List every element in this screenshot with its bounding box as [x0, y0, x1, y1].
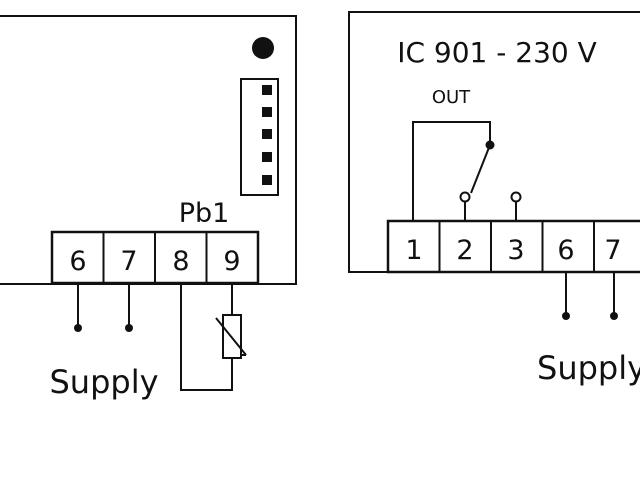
left-terminal-block: 6 7 8 9: [50, 230, 260, 285]
right-controller: IC 901 - 230 V OUT 1 2 3: [348, 11, 640, 387]
out-label: OUT: [432, 87, 471, 108]
left-terminal-8: 8: [172, 246, 189, 277]
left-terminal-7: 7: [120, 246, 137, 277]
left-housing-outline: [0, 15, 297, 285]
left-controller: A Pb1 6 7 8 9: [0, 15, 297, 401]
pin-header: [240, 78, 279, 196]
left-terminal-6: 6: [69, 246, 86, 277]
left-supply-wires: [74, 283, 133, 332]
left-supply-label: Supply: [49, 363, 158, 401]
right-terminal-7: 7: [604, 235, 621, 266]
right-terminal-1: 1: [405, 235, 422, 266]
right-terminal-block: 1 2 3 6 7: [386, 219, 640, 274]
right-terminal-3: 3: [507, 235, 524, 266]
relay-switch: [412, 121, 522, 221]
model-title: IC 901 - 230 V: [397, 36, 597, 69]
right-terminal-2: 2: [456, 235, 473, 266]
badge-a: A: [252, 37, 274, 59]
right-supply-label: Supply: [537, 349, 640, 387]
switch-lever: [470, 144, 491, 194]
badge-a-label: A: [257, 40, 269, 58]
probe-wiring: [180, 283, 247, 391]
right-terminal-6: 6: [557, 235, 574, 266]
probe-label: Pb1: [179, 198, 230, 229]
thermistor-icon: [222, 314, 242, 359]
right-supply-wires: [562, 272, 618, 320]
left-terminal-9: 9: [223, 246, 240, 277]
